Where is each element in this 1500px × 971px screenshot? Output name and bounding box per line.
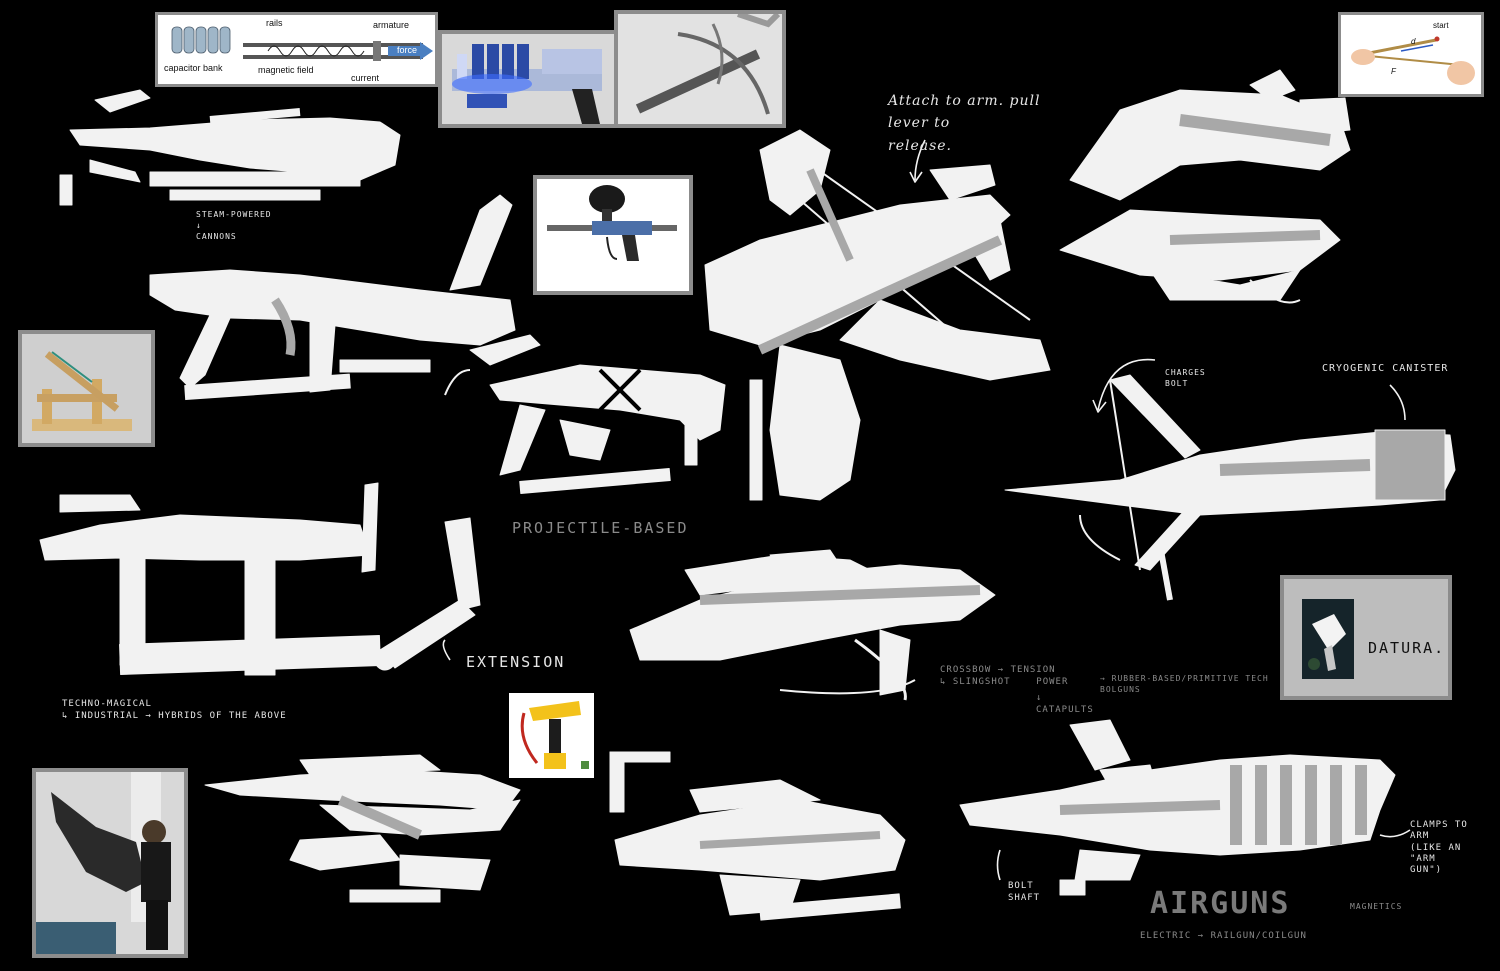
nail-gun-drawing: [509, 693, 594, 778]
note-steam-powered: STEAM-POWERED ↓ CANNONS: [196, 210, 272, 241]
note-magnetics: MAGNETICS: [1350, 902, 1403, 911]
sketch-crossbow-bottom-left: [204, 754, 521, 903]
slingshot-diagram: start d F: [1338, 12, 1484, 97]
datura-flower-photo: [1280, 575, 1452, 700]
note-techno-magical: TECHNO-MAGICAL ↳ INDUSTRIAL → HYBRIDS OF…: [62, 699, 287, 722]
railgun-diagram-drawing: [171, 26, 433, 61]
sketch-crossbow-center: [629, 549, 996, 701]
paintball-gun-drawing: [537, 179, 689, 291]
sketch-airgun: [959, 719, 1396, 896]
note-rubber-based: → RUBBER-BASED/PRIMITIVE TECH BOLGUNS: [1100, 674, 1269, 694]
slingshot-label-start: start: [1433, 21, 1449, 30]
note-bolt-shaft: BOLT Shaft: [1008, 881, 1041, 904]
acrylic-railgun-drawing: [442, 34, 616, 124]
paintball-gun-photo: [533, 175, 693, 295]
sketch-arm-crossbow: [704, 129, 1051, 501]
arm-cannon-cosplay-drawing: [36, 772, 184, 954]
sketch-steam-cannon: [149, 194, 516, 401]
hand-crossbow-sketch: [614, 10, 786, 128]
wooden-catapult-photo: [18, 330, 155, 447]
sketch-projectile-launcher: [444, 334, 726, 495]
note-crossbow-tension: CROSSBOW → TENSION ↳ SLINGSHOT POWER: [940, 665, 1069, 688]
sketch-crossbow-bottom-center: [609, 751, 906, 921]
sketch-cryogenic-crossbow: [1004, 374, 1456, 601]
note-projectile-based: PROJECTILE-BASED: [512, 519, 689, 537]
note-extension: EXTENSION: [466, 653, 566, 671]
railgun-label-current: current: [351, 73, 380, 83]
note-clamps-to-arm: CLAMPS to ARM (like an "ARM GUN"): [1410, 820, 1468, 875]
note-airguns: AIRGUNS: [1150, 886, 1291, 921]
note-cryogenic-canister: CRYOGENIC CANISTER: [1322, 363, 1449, 374]
arm-cannon-cosplay-photo: [32, 768, 188, 958]
nail-gun-photo: [509, 693, 594, 778]
hand-crossbow-drawing: [618, 14, 782, 124]
note-attach-to-arm: Attach to arm. pull lever to release.: [888, 93, 1041, 154]
acrylic-railgun-photo: [438, 30, 620, 128]
slingshot-label-f: F: [1391, 67, 1396, 76]
railgun-label-force: force: [397, 45, 418, 55]
note-electric-railgun: ELECTRIC → RAILGUN/COILGUN: [1140, 931, 1307, 941]
note-catapults: ↓ CATAPULTS: [1036, 693, 1094, 716]
railgun-label-armature: armature: [373, 20, 410, 30]
slingshot-diagram-drawing: [1341, 15, 1481, 94]
slingshot-label-d: d: [1411, 37, 1416, 46]
sketch-industrial-gun: [39, 482, 481, 676]
wooden-catapult-drawing: [22, 334, 151, 443]
note-charges-bolt: CHARGES BOLT: [1165, 368, 1206, 388]
railgun-label-capacitor-bank: capacitor bank: [164, 63, 223, 73]
sketch-claw-weapon: [1059, 69, 1351, 304]
railgun-label-rails: rails: [266, 18, 283, 28]
railgun-label-magnetic-field: magnetic field: [258, 65, 314, 75]
datura-flower-drawing: [1284, 579, 1448, 696]
sketch-arrows: [442, 139, 1411, 881]
railgun-diagram: rails armature force capacitor bank magn…: [155, 12, 438, 87]
sketch-crossbow-top-left: [59, 89, 401, 206]
note-datura: DATURA.: [1368, 639, 1446, 657]
